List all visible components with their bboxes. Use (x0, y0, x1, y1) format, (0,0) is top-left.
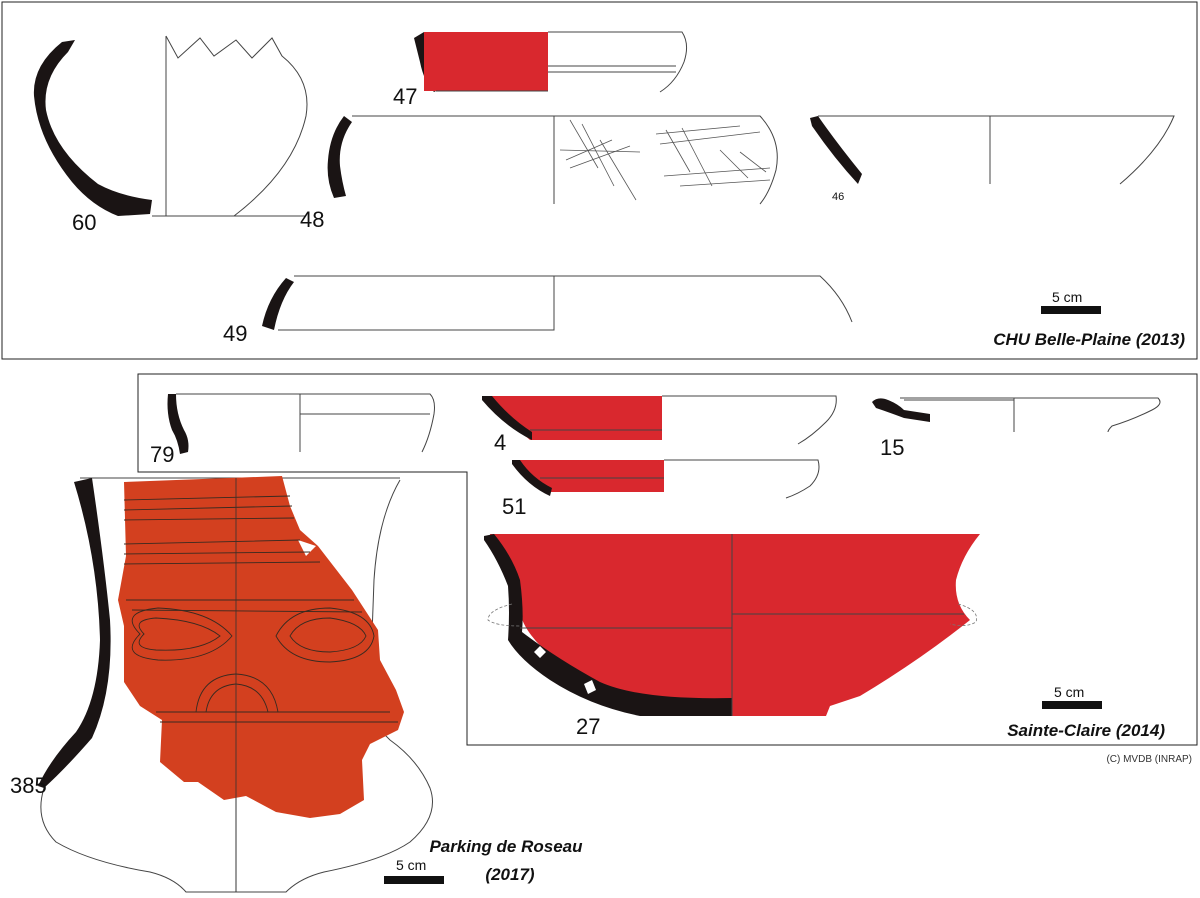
vessel-number-47: 47 (393, 84, 417, 109)
vessel-number-49: 49 (223, 321, 247, 346)
scale-bar-belle-plaine: 5 cm (1041, 289, 1101, 314)
incised-decoration (559, 119, 771, 201)
panel-sainte-claire-frame (137, 373, 1198, 746)
vessel-number-60: 60 (72, 210, 96, 235)
scale-label-sainte-claire: 5 cm (1054, 684, 1084, 700)
vessel-60: 60 (33, 35, 308, 235)
site-label-roseau-line2: (2017) (485, 865, 534, 884)
vessel-51: 51 (502, 459, 820, 519)
vessel-4: 4 (482, 395, 837, 455)
vessel-number-79: 79 (150, 442, 174, 467)
vessel-46: 46 (810, 115, 1175, 203)
scale-label-belle-plaine: 5 cm (1052, 289, 1082, 305)
vessel-number-385: 385 (10, 773, 47, 798)
site-label-belle-plaine: CHU Belle-Plaine (2013) (993, 330, 1185, 349)
vessel-49: 49 (223, 275, 853, 346)
scale-bar-roseau: 5 cm (384, 857, 444, 884)
scale-bar-sainte-claire: 5 cm (1042, 684, 1102, 709)
vessel-385: 385 (10, 476, 433, 893)
vessel-27: 27 (484, 534, 980, 739)
site-label-sainte-claire: Sainte-Claire (2014) (1007, 721, 1165, 740)
vessel-number-51: 51 (502, 494, 526, 519)
credit-label: (C) MVDB (INRAP) (1106, 754, 1192, 765)
vessel-number-48: 48 (300, 207, 324, 232)
vessel-number-27: 27 (576, 714, 600, 739)
site-label-roseau-line1: Parking de Roseau (429, 837, 583, 856)
vessel-15: 15 (872, 397, 1161, 460)
vessel-79: 79 (150, 393, 435, 467)
vessel-number-46: 46 (832, 191, 844, 203)
vessel-48: 48 (300, 115, 778, 232)
panel-belle-plaine-frame (1, 1, 1198, 360)
vessel-number-4: 4 (494, 430, 506, 455)
vessel-47: 47 (393, 31, 688, 109)
vessel-number-15: 15 (880, 435, 904, 460)
scale-label-roseau: 5 cm (396, 857, 426, 873)
